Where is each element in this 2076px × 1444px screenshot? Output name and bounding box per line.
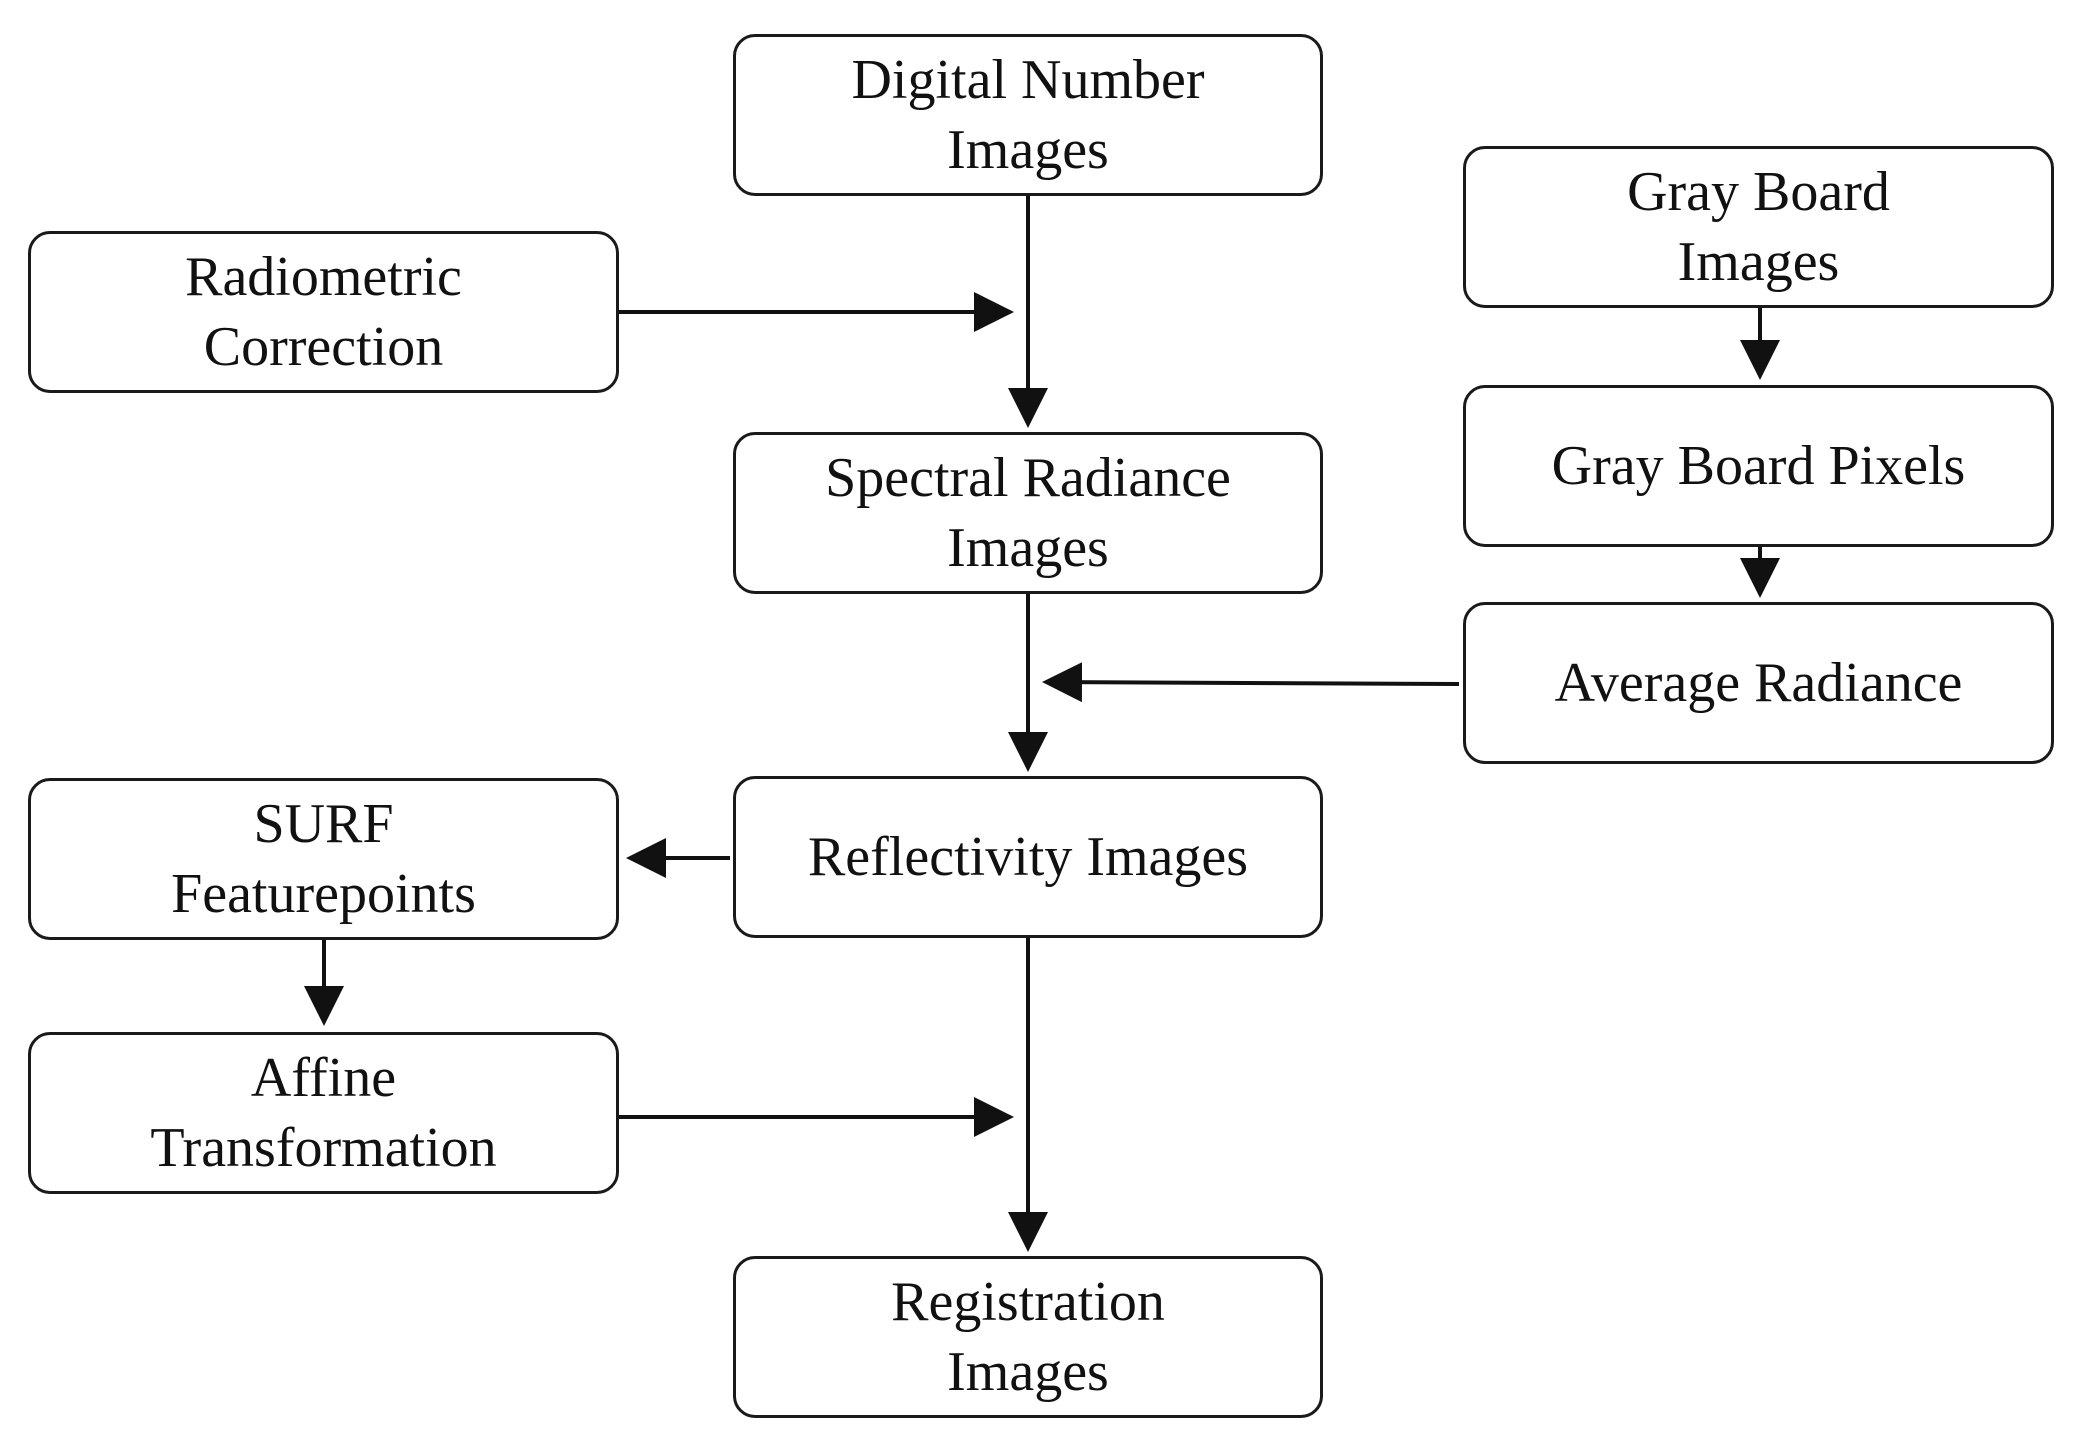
node-radiometric-correction: Radiometric Correction bbox=[28, 231, 619, 393]
node-reflectivity-images: Reflectivity Images bbox=[733, 776, 1323, 938]
node-registration-images: Registration Images bbox=[733, 1256, 1323, 1418]
node-label: Spectral Radiance Images bbox=[825, 447, 1231, 579]
node-label: SURF Featurepoints bbox=[171, 793, 476, 925]
node-label: Radiometric Correction bbox=[185, 246, 462, 378]
node-gray-board-images: Gray Board Images bbox=[1463, 146, 2054, 308]
node-digital-number-images: Digital Number Images bbox=[733, 34, 1323, 196]
node-label: Average Radiance bbox=[1554, 652, 1963, 714]
node-affine-transformation: Affine Transformation bbox=[28, 1032, 619, 1194]
node-label: Gray Board Images bbox=[1627, 161, 1890, 293]
node-spectral-radiance-images: Spectral Radiance Images bbox=[733, 432, 1323, 594]
node-label: Affine Transformation bbox=[150, 1047, 497, 1179]
node-label: Reflectivity Images bbox=[807, 826, 1249, 888]
node-gray-board-pixels: Gray Board Pixels bbox=[1463, 385, 2054, 547]
edge-average-to-main bbox=[1042, 662, 1460, 703]
node-average-radiance: Average Radiance bbox=[1463, 602, 2054, 764]
node-surf-featurepoints: SURF Featurepoints bbox=[28, 778, 619, 940]
node-label: Registration Images bbox=[891, 1271, 1165, 1403]
node-label: Digital Number Images bbox=[851, 49, 1205, 181]
node-label: Gray Board Pixels bbox=[1551, 435, 1966, 497]
